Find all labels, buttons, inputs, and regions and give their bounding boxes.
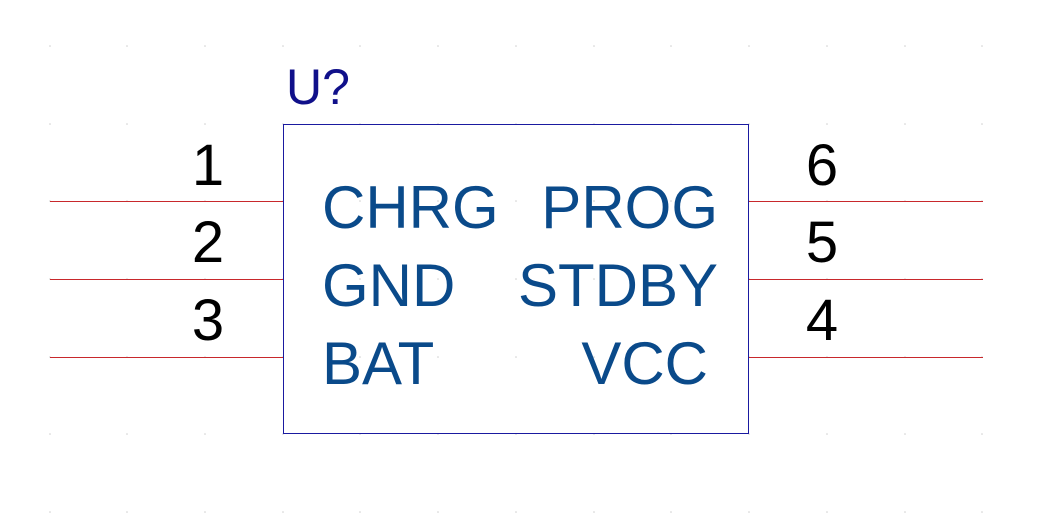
grid-dot [593, 278, 595, 280]
grid-dot [981, 123, 983, 125]
grid-dot [593, 511, 595, 513]
grid-dot [748, 511, 750, 513]
pin-1-name: CHRG [322, 174, 499, 241]
grid-dot [282, 511, 284, 513]
grid-dot [282, 45, 284, 47]
grid-dot [126, 45, 128, 47]
grid-dot [204, 45, 206, 47]
pin-3-name: BAT [322, 330, 435, 397]
grid-dot [359, 356, 361, 358]
pin-1-line[interactable] [50, 201, 283, 202]
pin-5-number: 5 [805, 210, 839, 275]
pin-1-number: 1 [191, 133, 225, 198]
grid-dot [515, 356, 517, 358]
grid-dot [670, 278, 672, 280]
grid-dot [204, 433, 206, 435]
grid-dot [515, 45, 517, 47]
grid-dot [981, 45, 983, 47]
grid-dot [904, 45, 906, 47]
pin-3-line[interactable] [50, 357, 283, 358]
pin-6-line[interactable] [749, 201, 983, 202]
grid-dot [515, 511, 517, 513]
grid-dot [826, 433, 828, 435]
grid-dot [437, 45, 439, 47]
grid-dot [49, 511, 51, 513]
pin-2-number: 2 [191, 210, 225, 275]
grid-dot [904, 123, 906, 125]
grid-dot [204, 511, 206, 513]
grid-dot [359, 45, 361, 47]
pin-4-number: 4 [805, 288, 839, 353]
grid-dot [593, 45, 595, 47]
grid-dot [593, 356, 595, 358]
grid-dot [904, 433, 906, 435]
grid-dot [49, 433, 51, 435]
grid-dot [359, 200, 361, 202]
pin-4-line[interactable] [749, 357, 983, 358]
grid-dot [981, 433, 983, 435]
grid-dot [204, 123, 206, 125]
pin-6-name: PROG [541, 174, 718, 241]
grid-dot [670, 356, 672, 358]
grid-dot [126, 511, 128, 513]
grid-dot [748, 45, 750, 47]
grid-dot [126, 123, 128, 125]
grid-dot [670, 45, 672, 47]
pin-2-line[interactable] [50, 279, 283, 280]
grid-dot [437, 200, 439, 202]
grid-dot [437, 511, 439, 513]
pin-3-number: 3 [191, 288, 225, 353]
grid-dot [826, 45, 828, 47]
grid-dot [359, 278, 361, 280]
pin-5-name: STDBY [517, 252, 718, 319]
grid-dot [670, 200, 672, 202]
grid-dot [670, 511, 672, 513]
grid-dot [49, 123, 51, 125]
grid-dot [515, 200, 517, 202]
pin-4-name: VCC [581, 330, 708, 397]
grid-dot [826, 123, 828, 125]
grid-dot [593, 200, 595, 202]
grid-dot [981, 511, 983, 513]
grid-dot [437, 278, 439, 280]
pin-5-line[interactable] [749, 279, 983, 280]
grid-dot [359, 511, 361, 513]
reference-designator[interactable]: U? [286, 59, 350, 115]
grid-dot [515, 278, 517, 280]
grid-dot [437, 356, 439, 358]
pin-2-name: GND [322, 252, 456, 319]
grid-dot [826, 511, 828, 513]
grid-dot [904, 511, 906, 513]
component-body[interactable] [283, 124, 749, 434]
grid-dot [49, 45, 51, 47]
grid-dot [126, 433, 128, 435]
pin-6-number: 6 [805, 133, 839, 198]
